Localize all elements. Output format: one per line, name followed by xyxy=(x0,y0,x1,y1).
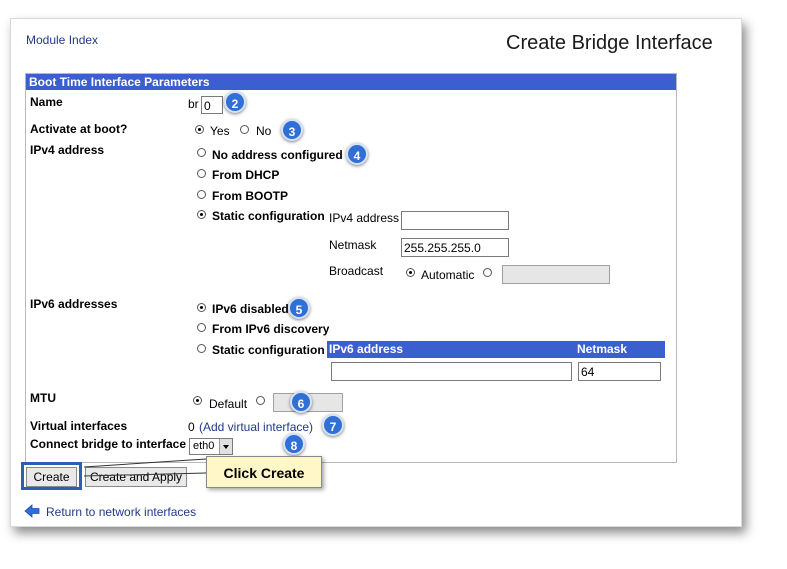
create-highlight xyxy=(21,462,82,490)
ipv6-static-radio[interactable] xyxy=(197,344,206,353)
ipv4-static-radio[interactable] xyxy=(197,210,206,219)
connect-label: Connect bridge to interface xyxy=(30,437,187,451)
broadcast-input[interactable] xyxy=(502,265,610,284)
back-arrow-icon[interactable] xyxy=(24,504,40,518)
name-label: Name xyxy=(30,95,63,109)
ipv6-address-input[interactable] xyxy=(331,362,572,381)
panel-header: Boot Time Interface Parameters xyxy=(26,74,676,90)
create-button[interactable]: Create xyxy=(26,467,77,487)
virtual-count: 0 xyxy=(188,420,195,434)
step-badge-6: 6 xyxy=(290,391,312,413)
return-link[interactable]: Return to network interfaces xyxy=(46,505,197,519)
ipv4-label: IPv4 address xyxy=(30,143,105,157)
netmask-label: Netmask xyxy=(329,238,377,252)
step-badge-3: 3 xyxy=(281,119,303,141)
connect-select[interactable]: eth0 xyxy=(189,438,233,455)
click-create-callout: Click Create xyxy=(206,456,322,488)
ipv4-static-label: Static configuration xyxy=(212,209,325,223)
step-badge-2: 2 xyxy=(224,91,246,113)
activate-label: Activate at boot? xyxy=(30,122,128,136)
step-badge-7: 7 xyxy=(322,414,344,436)
mtu-custom-radio[interactable] xyxy=(256,396,265,405)
ipv4-none-label: No address configured xyxy=(212,148,343,162)
ipv6-disabled-label: IPv6 disabled xyxy=(212,302,289,316)
window-frame xyxy=(10,18,742,527)
name-input[interactable]: 0 xyxy=(201,96,223,114)
activate-no-radio[interactable] xyxy=(240,125,249,134)
add-virtual-link[interactable]: (Add virtual interface) xyxy=(199,420,314,434)
ipv6-label: IPv6 addresses xyxy=(30,297,118,311)
module-index-link[interactable]: Module Index xyxy=(26,33,99,47)
create-apply-button[interactable]: Create and Apply xyxy=(85,467,187,487)
ipv4-address-input[interactable] xyxy=(401,211,509,230)
ipv6-discovery-radio[interactable] xyxy=(197,323,206,332)
broadcast-label: Broadcast xyxy=(329,264,384,278)
mtu-default-label: Default xyxy=(209,397,248,411)
ipv6-discovery-label: From IPv6 discovery xyxy=(212,322,330,336)
step-badge-8: 8 xyxy=(283,433,305,455)
ipv6-col-address: IPv6 address xyxy=(329,342,404,356)
step-badge-5: 5 xyxy=(288,297,310,319)
ipv6-static-label: Static configuration xyxy=(212,343,325,357)
ipv6-netmask-input[interactable]: 64 xyxy=(578,362,661,381)
step-badge-4: 4 xyxy=(346,143,368,165)
virtual-label: Virtual interfaces xyxy=(30,419,128,433)
broadcast-auto-radio[interactable] xyxy=(406,268,415,277)
ipv4-bootp-label: From BOOTP xyxy=(212,189,289,203)
netmask-input[interactable]: 255.255.255.0 xyxy=(401,238,509,257)
ipv6-col-netmask: Netmask xyxy=(577,342,628,356)
name-prefix: br xyxy=(188,97,199,111)
connect-select-value: eth0 xyxy=(193,440,215,452)
mtu-label: MTU xyxy=(30,391,56,405)
broadcast-custom-radio[interactable] xyxy=(483,268,492,277)
ipv4-dhcp-radio[interactable] xyxy=(197,169,206,178)
broadcast-auto-label: Automatic xyxy=(421,268,475,282)
chevron-down-icon xyxy=(219,439,232,454)
ipv6-table-header: IPv6 address Netmask xyxy=(327,341,665,358)
page-title: Create Bridge Interface xyxy=(506,32,713,54)
ipv4-none-radio[interactable] xyxy=(197,148,206,157)
mtu-default-radio[interactable] xyxy=(193,396,202,405)
activate-yes-label: Yes xyxy=(210,124,230,138)
boot-params-panel: Boot Time Interface Parameters xyxy=(25,73,677,463)
ipv6-disabled-radio[interactable] xyxy=(197,303,206,312)
activate-no-label: No xyxy=(256,124,272,138)
ipv4-bootp-radio[interactable] xyxy=(197,190,206,199)
ipv4-dhcp-label: From DHCP xyxy=(212,168,280,182)
activate-yes-radio[interactable] xyxy=(195,125,204,134)
ipv4-address-label: IPv4 address xyxy=(329,211,400,225)
